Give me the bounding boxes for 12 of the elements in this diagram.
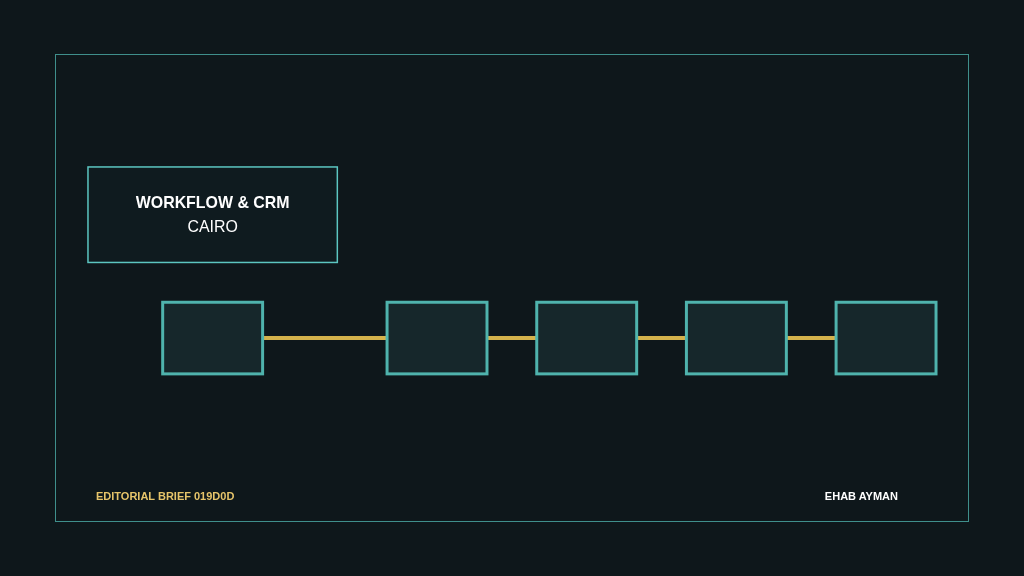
connector (636, 335, 687, 340)
node-box (385, 300, 489, 375)
author-name: EHAB AYMAN (824, 490, 898, 502)
node-box (535, 300, 639, 375)
connector (487, 335, 537, 340)
node-box (684, 300, 788, 375)
footer-note: EDITORIAL BRIEF 019D0D (96, 490, 235, 502)
connector (786, 335, 837, 340)
connector (262, 335, 388, 340)
node-box (834, 300, 938, 375)
node-box (161, 300, 265, 375)
node-box: WORKFLOW & CRM CAIRO (87, 165, 339, 263)
